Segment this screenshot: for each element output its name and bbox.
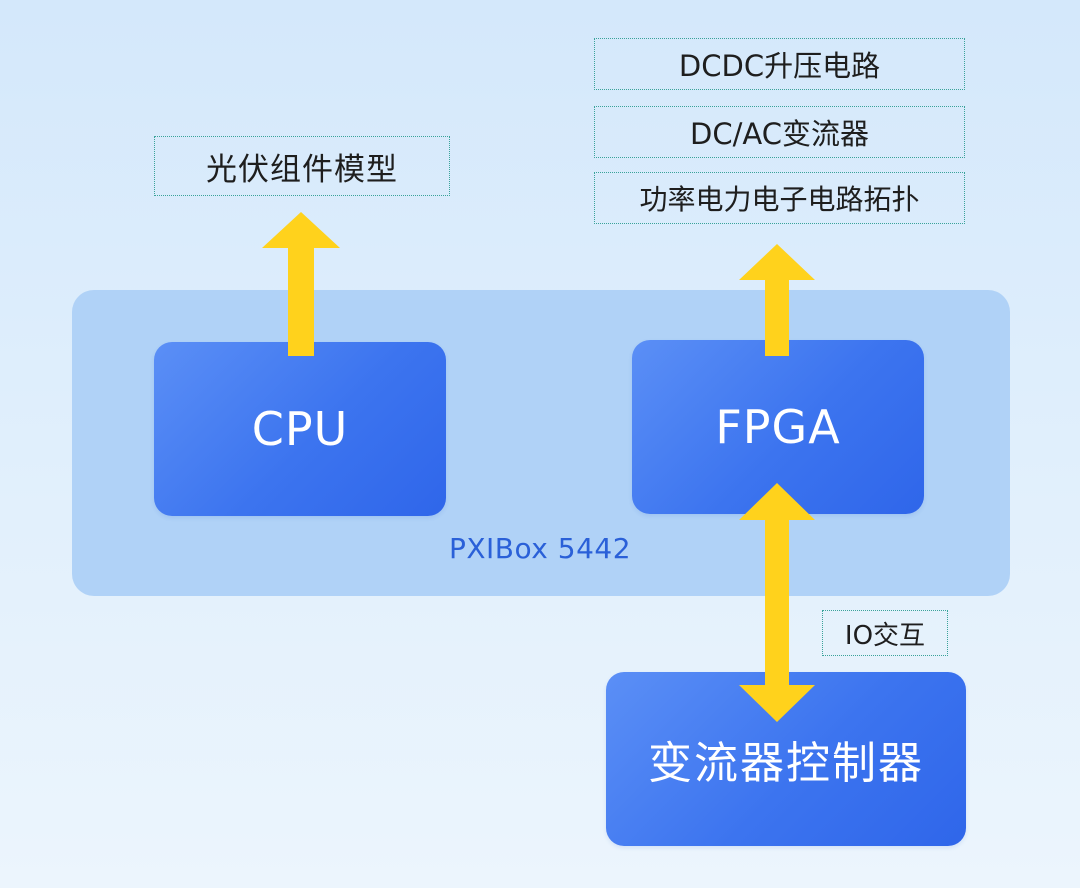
converter-controller-label: 变流器控制器 <box>648 738 924 789</box>
fpga-block: FPGA <box>632 340 924 514</box>
cpu-label: CPU <box>251 402 349 456</box>
dcac-converter-tag: DC/AC变流器 <box>594 106 965 158</box>
power-electronics-topology-tag: 功率电力电子电路拓扑 <box>594 172 965 224</box>
converter-controller-block: 变流器控制器 <box>606 672 966 846</box>
pv-model-tag: 光伏组件模型 <box>154 136 450 196</box>
cpu-block: CPU <box>154 342 446 516</box>
pxibox-label: PXIBox 5442 <box>448 532 632 565</box>
fpga-label: FPGA <box>715 400 841 454</box>
dcdc-boost-tag: DCDC升压电路 <box>594 38 965 90</box>
io-interaction-tag: IO交互 <box>822 610 948 656</box>
